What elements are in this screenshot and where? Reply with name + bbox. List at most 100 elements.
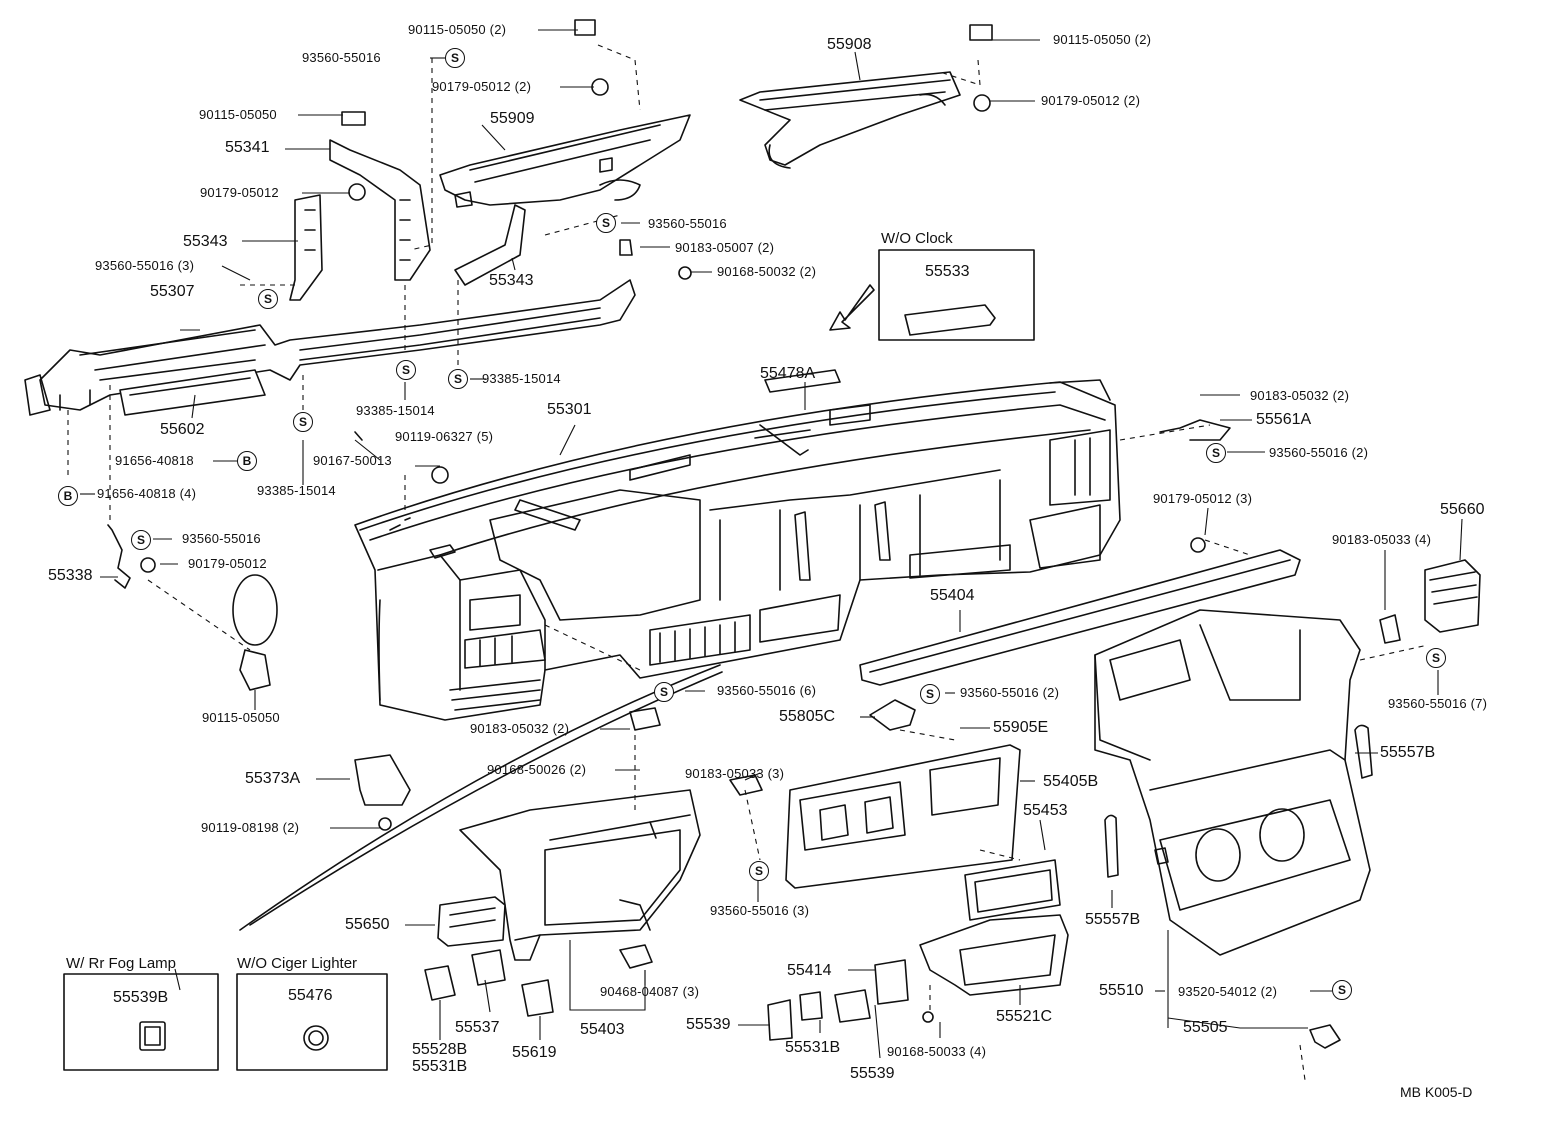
label-55521C: 55521C [996,1008,1053,1025]
part-55557B-a [1354,724,1373,779]
label-90183-05032-2-right: 90183-05032 (2) [1250,388,1350,403]
box-55521C [919,914,1069,996]
s-symbol: S [445,48,465,68]
label-55539-b: 55539 [850,1065,895,1082]
s-symbol: S [654,682,674,702]
label-93560-55016-2-center: 93560-55016 (2) [960,685,1060,700]
label-55537: 55537 [455,1019,500,1036]
label-55476: 55476 [288,987,333,1004]
s-symbol: S [1332,980,1352,1000]
label-90115-05050: 90115-05050 [199,107,277,122]
label-55403: 55403 [580,1021,625,1038]
label-55908: 55908 [827,36,872,53]
label-55453: 55453 [1023,802,1068,819]
part-55805C [869,699,916,731]
s-symbol: S [131,530,151,550]
label-90115-05050-2-top: 90115-05050 (2) [408,22,507,37]
label-55478A: 55478A [760,365,816,382]
label-55510: 55510 [1099,982,1144,999]
label-55531B-center: 55531B [785,1039,841,1056]
s-symbol: S [396,360,416,380]
label-55405B: 55405B [1043,773,1099,790]
part-55373A [354,754,411,806]
label-55533: 55533 [925,263,970,280]
label-93385-15014-c: 93385-15014 [482,371,561,386]
label-93560-55016-2-right: 93560-55016 (2) [1269,445,1369,460]
label-90168-50033-4: 90168-50033 (4) [887,1044,987,1059]
label-90183-05033-3: 90183-05033 (3) [685,766,785,781]
reinforcement-55307 [24,139,636,416]
label-90115-05050-2-right: 90115-05050 (2) [1053,32,1152,47]
label-w-rr-fog-lamp: W/ Rr Fog Lamp [66,955,177,972]
label-93385-15014-b: 93385-15014 [257,483,336,498]
label-55341: 55341 [225,139,270,156]
meter-hood-55403 [459,789,701,961]
part-55414 [874,959,909,1005]
label-55373A: 55373A [245,770,301,787]
label-90168-50026-2: 90168-50026 (2) [487,762,587,777]
box-rr-fog [63,973,219,1071]
label-55404: 55404 [930,587,975,604]
label-55619: 55619 [512,1044,557,1061]
s-symbol: S [596,213,616,233]
label-55301: 55301 [547,401,592,418]
label-90179-05012-2-top: 90179-05012 (2) [432,79,532,94]
arrow-icon [829,284,875,331]
panel-55453 [964,859,1061,921]
label-90179-05012-2-right: 90179-05012 (2) [1041,93,1141,108]
molding-arc [239,664,723,931]
label-93385-15014-a: 93385-15014 [356,403,435,418]
label-90468-04087-3: 90468-04087 (3) [600,984,700,999]
label-93520-54012-2: 93520-54012 (2) [1178,984,1278,999]
center-panel-55510 [1094,609,1371,956]
label-55650: 55650 [345,916,390,933]
duct-55908 [739,71,961,169]
label-90179-05012-3: 90179-05012 (3) [1153,491,1253,506]
b-symbol: B [58,486,78,506]
s-symbol: S [920,684,940,704]
label-90119-06327-5: 90119-06327 (5) [395,429,494,444]
part-55338 [107,524,131,589]
label-55528B: 55528B [412,1041,468,1058]
label-wo-ciger-lighter: W/O Ciger Lighter [237,955,358,972]
label-90168-50032-2: 90168-50032 (2) [717,264,817,279]
s-symbol: S [258,289,278,309]
part-55533 [904,304,996,336]
label-55338: 55338 [48,567,93,584]
label-90115-05050-bottom: 90115-05050 [202,710,280,725]
label-55557B-left: 55557B [1085,911,1141,928]
part-55478A [764,369,841,393]
part-55557B-b [1104,814,1119,878]
label-55602: 55602 [160,421,205,438]
label-90183-05032-2-left: 90183-05032 (2) [470,721,570,736]
part-55505 [1309,1024,1341,1049]
label-55531B-left: 55531B [412,1058,468,1075]
label-55539B: 55539B [113,989,169,1006]
b-symbol: B [237,451,257,471]
reference-code: MB K005-D [1400,1084,1473,1100]
label-55660: 55660 [1440,501,1485,518]
label-wo-clock: W/O Clock [881,230,953,247]
duct-55909 [439,114,691,208]
label-93560-55016-6: 93560-55016 (6) [717,683,817,698]
trim-55404 [859,549,1301,686]
label-90119-08198-2: 90119-08198 (2) [201,820,300,835]
s-symbol: S [749,861,769,881]
s-symbol: S [293,412,313,432]
label-91656-40818: 91656-40818 [115,453,194,468]
label-90179-05012-left: 90179-05012 [188,556,267,571]
s-symbol: S [1206,443,1226,463]
label-55307: 55307 [150,283,195,300]
label-55805C: 55805C [779,708,836,725]
label-93560-55016-left: 93560-55016 [182,531,261,546]
label-91656-40818-4: 91656-40818 (4) [97,486,197,501]
label-55343-center: 55343 [489,272,534,289]
label-93560-55016-top: 93560-55016 [302,50,381,65]
label-55343-left: 55343 [183,233,228,250]
label-90167-50013: 90167-50013 [313,453,392,468]
label-55561A: 55561A [1256,411,1312,428]
label-55505: 55505 [1183,1019,1228,1036]
label-55905E: 55905E [993,719,1049,736]
label-90183-05033-4: 90183-05033 (4) [1332,532,1432,547]
label-55539-a: 55539 [686,1016,731,1033]
